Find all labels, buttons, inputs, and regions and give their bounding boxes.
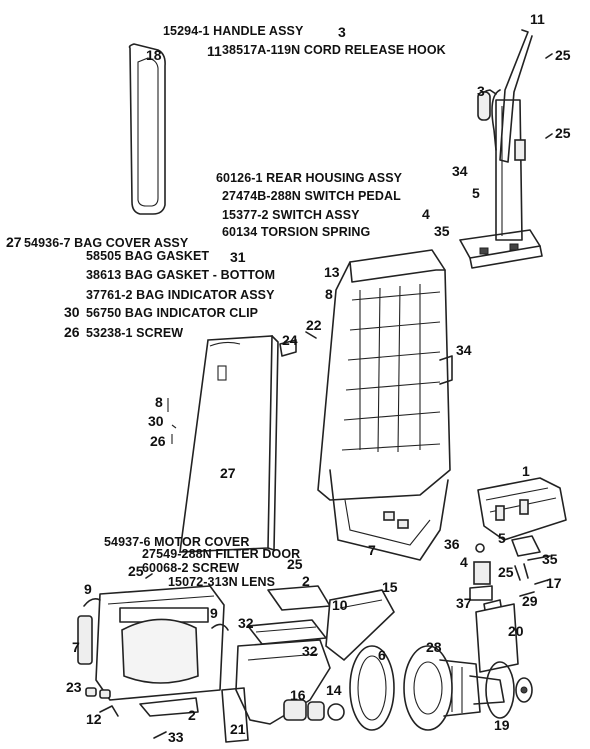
label-bag-indicator-clip: 56750 BAG INDICATOR CLIP <box>86 306 259 320</box>
label-handle-assy: 15294-1 HANDLE ASSY <box>163 24 304 38</box>
callout-17: 17 <box>546 575 562 591</box>
callout-25-top: 25 <box>555 47 571 63</box>
callout-21: 21 <box>230 721 246 737</box>
label-torsion-spring: 60134 TORSION SPRING <box>222 225 371 239</box>
label-screw-2: 60068-2 SCREW <box>142 561 240 575</box>
filter-door-parts <box>247 585 395 662</box>
rear-housing-upright-part <box>459 99 543 269</box>
callout-7-mid: 7 <box>368 542 376 558</box>
callout-7-left: 7 <box>72 639 80 655</box>
callout-3-handle: 3 <box>338 24 346 40</box>
callout-4-bottom: 4 <box>460 554 468 570</box>
label-filter-door: 27549-288N FILTER DOOR <box>142 547 301 561</box>
callout-32-top: 32 <box>238 615 254 631</box>
callout-34-body: 34 <box>456 342 472 358</box>
callout-9-right: 9 <box>210 605 218 621</box>
callout-30-body: 30 <box>148 413 164 429</box>
small-screws-top <box>545 53 553 139</box>
callout-13: 13 <box>324 264 340 280</box>
label-bag-cover-assy: 54936-7 BAG COVER ASSY <box>24 236 189 250</box>
callout-3-grip: 3 <box>477 83 485 99</box>
callout-8-body: 8 <box>155 394 163 410</box>
callout-25-screw: 25 <box>287 556 303 572</box>
callout-2-cover: 2 <box>188 707 196 723</box>
callout-25-mid: 25 <box>555 125 571 141</box>
callout-27-body: 27 <box>220 465 236 481</box>
label-bag-gasket-bottom: 38613 BAG GASKET - BOTTOM <box>86 268 276 282</box>
callout-28: 28 <box>426 639 442 655</box>
callout-23: 23 <box>66 679 82 695</box>
motor-ring-part <box>349 645 395 731</box>
callout-25-right: 25 <box>498 564 514 580</box>
label-screw: 53238-1 SCREW <box>86 326 184 340</box>
callout-27-top: 27 <box>6 234 22 250</box>
small-screws-lower <box>85 331 317 739</box>
label-bag-indicator-assy: 37761-2 BAG INDICATOR ASSY <box>86 288 275 302</box>
callout-16: 16 <box>290 687 306 703</box>
label-switch-assy: 15377-2 SWITCH ASSY <box>222 208 360 222</box>
motor-part <box>403 645 505 731</box>
callout-9-left: 9 <box>84 581 92 597</box>
callout-30-top: 30 <box>64 304 80 320</box>
callout-26-body: 26 <box>150 433 166 449</box>
callout-8-top: 8 <box>325 286 333 302</box>
label-cord-release-hook: 38517A-119N CORD RELEASE HOOK <box>222 43 446 57</box>
switch-small-parts <box>469 535 551 673</box>
callout-29: 29 <box>522 593 538 609</box>
callout-31: 31 <box>230 249 246 265</box>
callout-37: 37 <box>456 595 472 611</box>
label-rear-housing: 60126-1 REAR HOUSING ASSY <box>216 171 403 185</box>
callout-35-bottom: 35 <box>542 551 558 567</box>
motor-fan-parts <box>283 699 345 721</box>
callout-15: 15 <box>382 579 398 595</box>
callout-10: 10 <box>332 597 348 613</box>
label-lens: 15072-313N LENS <box>168 575 276 589</box>
callout-34-top: 34 <box>452 163 468 179</box>
base-chassis-part <box>477 477 567 541</box>
bag-cover-part <box>179 335 279 553</box>
callout-12: 12 <box>86 711 102 727</box>
callout-6: 6 <box>378 647 386 663</box>
callout-32-bottom: 32 <box>302 643 318 659</box>
callout-33: 33 <box>168 729 184 745</box>
callout-11-top: 11 <box>530 11 545 27</box>
callout-24: 24 <box>282 332 298 348</box>
callout-18: 18 <box>146 47 162 63</box>
callout-36: 36 <box>444 536 460 552</box>
callout-14: 14 <box>326 682 342 698</box>
label-motor-cover: 54937-6 MOTOR COVER <box>104 535 250 549</box>
callout-2-lens: 2 <box>302 573 310 589</box>
main-body-housing-part <box>317 249 453 561</box>
callout-20: 20 <box>508 623 524 639</box>
callout-5-top: 5 <box>472 185 480 201</box>
label-switch-pedal: 27474B-288N SWITCH PEDAL <box>222 189 401 203</box>
callout-19: 19 <box>494 717 510 733</box>
handle-grip-part <box>128 43 166 215</box>
callout-11-cord: 11 <box>207 43 222 59</box>
callout-22: 22 <box>306 317 322 333</box>
callout-26-top: 26 <box>64 324 80 340</box>
callout-1: 1 <box>522 463 530 479</box>
fan-disc-part <box>485 661 533 719</box>
handle-tube-part <box>477 29 533 163</box>
callout-5-bottom: 5 <box>498 530 506 546</box>
motor-cover-part <box>77 585 229 717</box>
callout-25-lens: 25 <box>128 563 144 579</box>
label-bag-gasket: 58505 BAG GASKET <box>86 249 210 263</box>
callout-4-top: 4 <box>422 206 430 222</box>
callout-35-top: 35 <box>434 223 450 239</box>
